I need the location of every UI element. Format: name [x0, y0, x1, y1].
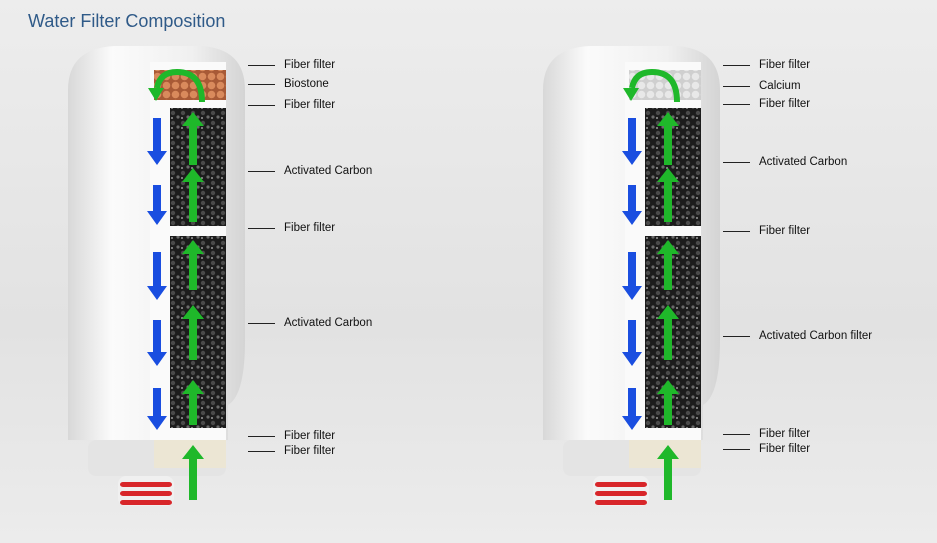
outflow-arrow-icon	[622, 252, 642, 300]
layer-label: Activated Carbon	[284, 165, 373, 177]
thread-ring	[595, 491, 647, 496]
leader-line	[723, 86, 750, 87]
filter-diagram-calcium	[475, 0, 735, 543]
inflow-arrow-icon	[657, 112, 679, 165]
thread-ring	[120, 482, 172, 487]
leader-line	[723, 231, 750, 232]
thread-ring	[595, 482, 647, 487]
inflow-arrow-icon	[182, 112, 204, 165]
curved-flow-arrowhead-icon	[148, 88, 164, 101]
activated-carbon-lower	[645, 236, 701, 428]
activated-carbon-lower	[170, 236, 226, 428]
inflow-arrow-icon	[657, 445, 679, 500]
thread-ring	[120, 500, 172, 505]
leader-line	[723, 162, 750, 163]
thread-ring	[120, 491, 172, 496]
outflow-arrow-icon	[622, 388, 642, 430]
activated-carbon-upper	[170, 108, 226, 226]
outflow-arrow-icon	[622, 320, 642, 366]
inflow-arrow-icon	[182, 240, 204, 290]
layer-label: Fiber filter	[284, 59, 336, 71]
layer-label: Activated Carbon	[759, 156, 848, 168]
outflow-arrow-icon	[147, 185, 167, 225]
inflow-arrow-icon	[182, 380, 204, 425]
inflow-arrow-icon	[182, 445, 204, 500]
leader-line	[248, 323, 275, 324]
page-title: Water Filter Composition	[28, 11, 226, 31]
outflow-arrow-icon	[147, 252, 167, 300]
filter-illustration	[68, 46, 245, 506]
leader-line	[723, 449, 750, 450]
layer-label: Fiber filter	[759, 428, 811, 440]
inflow-arrow-icon	[657, 168, 679, 222]
thread-ring	[595, 500, 647, 505]
leader-line	[248, 105, 275, 106]
outflow-arrow-icon	[147, 320, 167, 366]
inflow-arrow-icon	[182, 305, 204, 360]
leader-line	[723, 65, 750, 66]
layer-label: Fiber filter	[284, 99, 336, 111]
curved-flow-arrow-icon	[154, 68, 205, 103]
curved-flow-arrow-icon	[629, 68, 680, 103]
inflow-arrow-icon	[657, 380, 679, 425]
leader-line	[248, 436, 275, 437]
layer-label: Fiber filter	[759, 59, 811, 71]
layer-label: Activated Carbon filter	[759, 330, 873, 342]
layer-label: Biostone	[284, 78, 329, 90]
outflow-arrow-icon	[147, 118, 167, 165]
layer-label: Fiber filter	[284, 430, 336, 442]
layer-label: Fiber filter	[759, 443, 811, 455]
leader-line	[723, 104, 750, 105]
filter-diagram-biostone	[0, 0, 260, 543]
layer-label: Fiber filter	[759, 98, 811, 110]
activated-carbon-upper	[645, 108, 701, 226]
leader-line	[248, 228, 275, 229]
layer-label: Calcium	[759, 80, 801, 92]
leader-line	[248, 171, 275, 172]
leader-line	[723, 434, 750, 435]
leader-line	[723, 336, 750, 337]
layer-label: Fiber filter	[759, 225, 811, 237]
layer-label: Fiber filter	[284, 222, 336, 234]
outflow-arrow-icon	[622, 185, 642, 225]
filter-illustration	[543, 46, 720, 506]
inflow-arrow-icon	[657, 240, 679, 290]
outflow-arrow-icon	[622, 118, 642, 165]
leader-line	[248, 451, 275, 452]
inflow-arrow-icon	[182, 168, 204, 222]
outflow-arrow-icon	[147, 388, 167, 430]
leader-line	[248, 65, 275, 66]
leader-line	[248, 84, 275, 85]
layer-label: Activated Carbon	[284, 317, 373, 329]
layer-label: Fiber filter	[284, 445, 336, 457]
inflow-arrow-icon	[657, 305, 679, 360]
curved-flow-arrowhead-icon	[623, 88, 639, 101]
